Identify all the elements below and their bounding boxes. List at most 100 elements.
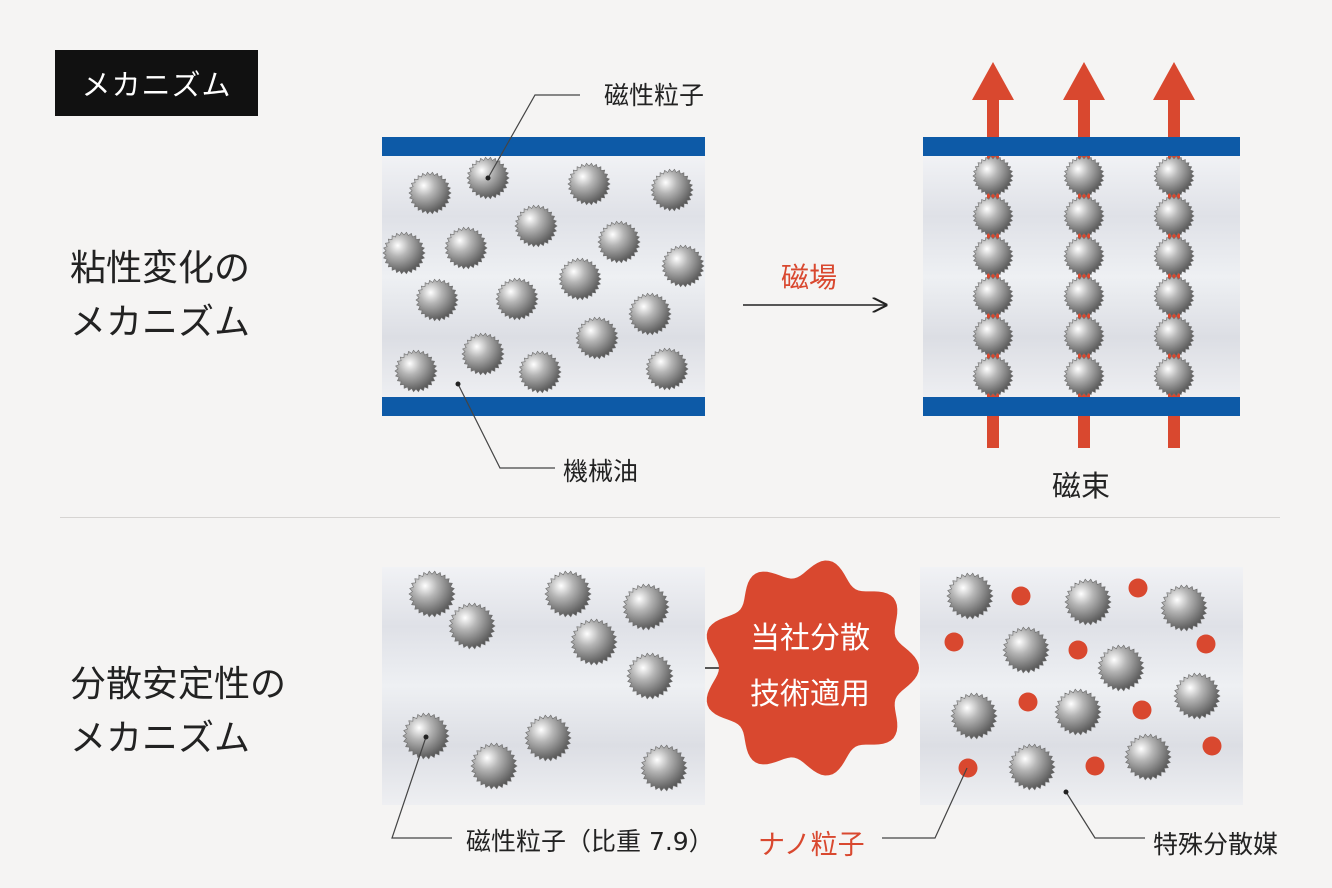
magnetic-particle [558, 257, 602, 301]
particle-callout-line [487, 94, 580, 179]
magnetic-particle [1153, 315, 1195, 357]
magnetic-particle [972, 235, 1014, 277]
magnetic-particle [470, 742, 518, 790]
nano-particle-dot [1011, 586, 1031, 606]
magnetic-particle [972, 275, 1014, 317]
nano-particle-dot [1085, 756, 1105, 776]
nano-particle-dot [944, 632, 964, 652]
particle-callout-dot [485, 175, 491, 181]
magnetic-particle [972, 315, 1014, 357]
nano-particle-dot [958, 758, 978, 778]
badge-line2: 技術適用 [750, 677, 870, 712]
random-particles [382, 156, 705, 394]
bottom-plate-right [923, 397, 1240, 416]
viscosity-heading-line1: 粘性変化の [70, 248, 251, 289]
nano-particle-dot [1128, 578, 1148, 598]
flux-arrow-head [1063, 62, 1105, 100]
section-divider [60, 517, 1280, 518]
magnetic-particle [1063, 155, 1105, 197]
label-machine-oil: 機械油 [563, 457, 639, 486]
top-plate-right [923, 137, 1240, 156]
magnetic-particle [1063, 315, 1105, 357]
magnetic-particle [972, 155, 1014, 197]
viscosity-heading: 粘性変化の メカニズム [70, 242, 250, 350]
magnetic-particle [1002, 626, 1050, 674]
bottom-plate [382, 397, 705, 416]
settling-particles [402, 570, 688, 792]
nano-particle-dot [1018, 692, 1038, 712]
magnetic-particle [1064, 578, 1112, 626]
magnetic-particle [597, 220, 641, 264]
flux-arrow-head [972, 62, 1014, 100]
magnetic-particle [544, 570, 592, 618]
magnetic-particle [622, 583, 670, 631]
dispersion-heading-line2: メカニズム [70, 718, 251, 759]
nano-callout-line [882, 767, 968, 839]
dispersion-heading-line1: 分散安定性の [70, 664, 287, 705]
magnetic-particle [946, 572, 994, 620]
magnetic-particle [1054, 688, 1102, 736]
label-special-medium: 特殊分散媒 [1153, 830, 1279, 859]
chained-particles [972, 155, 1195, 397]
magnetic-particle [650, 168, 694, 212]
magnetic-particle [1153, 355, 1195, 397]
dispersion-heading: 分散安定性の メカニズム [70, 658, 286, 766]
magnetic-particle [626, 652, 674, 700]
magnetic-particle [382, 231, 426, 275]
magnetic-particle [1063, 275, 1105, 317]
magnetic-particle [1153, 235, 1195, 277]
magnetic-particle [514, 204, 558, 248]
magnetic-particle [1153, 195, 1195, 237]
magnetic-particle [461, 332, 505, 376]
magnetic-particle [524, 714, 572, 762]
magnetic-particle [570, 618, 618, 666]
magnetic-particle [950, 692, 998, 740]
nano-particle-dot [1196, 634, 1216, 654]
viscosity-heading-line2: メカニズム [70, 302, 251, 343]
nano-particle-dot [1068, 640, 1088, 660]
oil-callout-line [457, 383, 555, 469]
particle2-callout-line [391, 736, 452, 839]
label-magnetic-field: 磁場 [781, 261, 838, 294]
magnetic-particle [1097, 644, 1145, 692]
nano-particle-dot [1202, 736, 1222, 756]
magnetic-particle [1008, 743, 1056, 791]
particle2-callout-dot [423, 734, 429, 740]
magnetic-particle [972, 355, 1014, 397]
magnetic-particle [567, 162, 611, 206]
oil-callout-dot [455, 381, 461, 387]
dispersion-tech-badge [706, 560, 919, 776]
magnetic-particle [1173, 672, 1221, 720]
magnetic-particle [518, 350, 562, 394]
medium-callout-line [1065, 791, 1145, 839]
dispersed-particles [946, 572, 1221, 791]
magnetic-particle [972, 195, 1014, 237]
magnetic-particle [408, 570, 456, 618]
nano-particles [944, 578, 1222, 778]
label-magnetic-particle-gravity: 磁性粒子（比重 7.9） [466, 827, 714, 856]
magnetic-particle [640, 744, 688, 792]
label-magnetic-flux: 磁束 [1052, 469, 1111, 503]
magnetic-particle [1153, 275, 1195, 317]
magnetic-particle [415, 278, 459, 322]
flux-arrow-head [1153, 62, 1195, 100]
badge-line1: 当社分散 [750, 621, 870, 656]
top-plate [382, 137, 705, 156]
magnetic-particle [394, 349, 438, 393]
magnetic-particle [1063, 195, 1105, 237]
magnetic-particle [645, 347, 689, 391]
magnetic-particle [1063, 235, 1105, 277]
magnetic-particle [1160, 584, 1208, 632]
label-magnetic-particle: 磁性粒子 [604, 81, 705, 110]
magnetic-particle [1124, 733, 1172, 781]
magnetic-particle [661, 244, 705, 288]
magnetic-particle [628, 292, 672, 336]
magnetic-particle [448, 602, 496, 650]
label-nano-particle: ナノ粒子 [758, 830, 865, 861]
magnetic-particle [1063, 355, 1105, 397]
magnetic-particle [408, 171, 452, 215]
magnetic-particle [444, 226, 488, 270]
mechanism-tag: メカニズム [55, 50, 258, 116]
medium-callout-dot [1063, 789, 1069, 795]
